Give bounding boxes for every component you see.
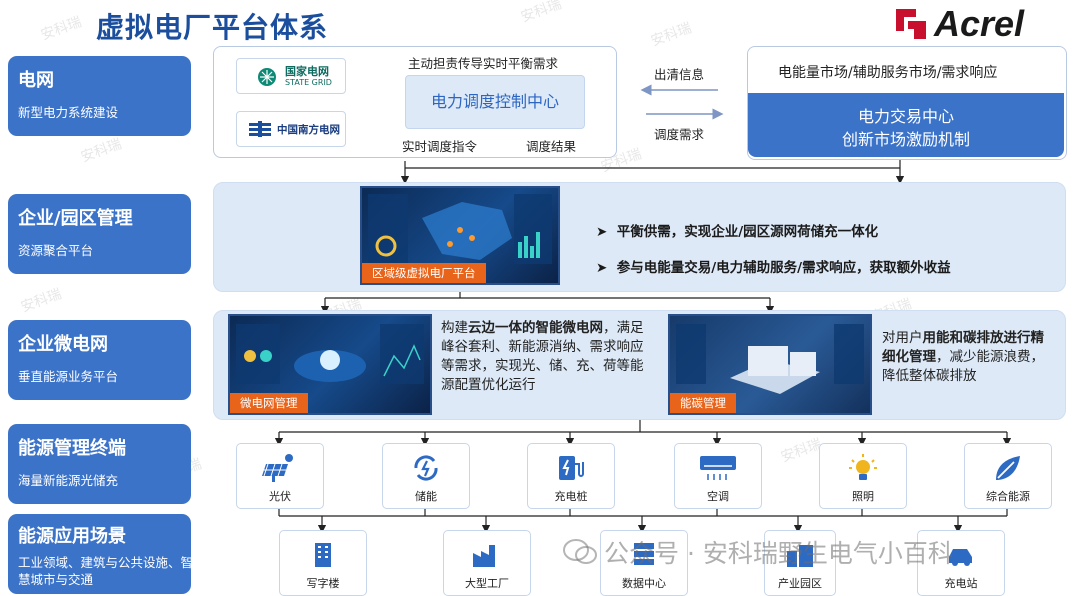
office-building-icon bbox=[315, 543, 331, 567]
left-card-grid: 电网 新型电力系统建设 bbox=[8, 56, 191, 136]
energy-carbon-text-pre: 对用户 bbox=[882, 330, 923, 346]
energy-carbon-text-post: ，减少能源浪费，降低整体碳排放 bbox=[882, 349, 1044, 384]
terminal-storage: 储能 bbox=[382, 443, 470, 509]
scene-data-center: 数据中心 bbox=[600, 530, 688, 596]
charging-station-icon bbox=[949, 549, 972, 566]
energy-carbon-screenshot: 能碳管理 bbox=[668, 314, 872, 415]
china-southern-grid-text: 中国南方电网 bbox=[277, 124, 340, 136]
left-card-heading: 电网 bbox=[18, 70, 54, 91]
left-card-microgrid: 企业微电网 垂直能源业务平台 bbox=[8, 320, 191, 400]
acrel-logo-icon bbox=[894, 7, 928, 41]
terminal-solar: 光伏 bbox=[236, 443, 324, 509]
aggregation-panel bbox=[213, 182, 1066, 292]
aggregation-bullet-2: ➤ 参与电能量交易/电力辅助服务/需求响应，获取额外收益 bbox=[596, 256, 951, 276]
left-card-heading: 能源管理终端 bbox=[18, 438, 126, 459]
terminal-label: 充电桩 bbox=[554, 490, 588, 503]
aggregation-bullet-text: 平衡供需，实现企业/园区源网荷储充一体化 bbox=[616, 224, 879, 240]
solar-panel-icon bbox=[262, 454, 293, 482]
grid-top-label: 主动担责传导实时平衡需求 bbox=[408, 56, 559, 71]
terminal-lighting: 照明 bbox=[819, 443, 907, 509]
energy-storage-icon bbox=[414, 455, 438, 481]
factory-icon bbox=[473, 545, 495, 567]
state-grid-cn: 国家电网 bbox=[285, 65, 329, 78]
energy-carbon-description: 对用户用能和碳排放进行精细化管理，减少能源浪费，降低整体碳排放 bbox=[882, 329, 1052, 386]
bullet-arrow-icon: ➤ bbox=[596, 260, 617, 276]
microgrid-illustration bbox=[236, 324, 424, 384]
clearing-info-label: 出清信息 bbox=[654, 67, 705, 82]
brand-name: Acrel bbox=[934, 3, 1025, 44]
left-card-heading: 企业/园区管理 bbox=[18, 208, 133, 229]
realtime-dispatch-label: 实时调度指令 bbox=[402, 139, 478, 154]
dispatch-result-label: 调度结果 bbox=[526, 139, 577, 154]
microgrid-text-post: ，满足峰谷套利、新能源消纳、需求响应等需求，实现光、储、充、荷等能源配置优化运行 bbox=[441, 320, 644, 393]
air-conditioner-icon bbox=[700, 456, 736, 480]
left-card-sub: 垂直能源业务平台 bbox=[18, 369, 119, 384]
microgrid-text-pre: 构建 bbox=[441, 320, 468, 336]
integrated-energy-icon bbox=[996, 456, 1020, 480]
left-card-terminal: 能源管理终端 海量新能源光储充 bbox=[8, 424, 191, 504]
left-card-scenes: 能源应用场景 工业领域、建筑与公共设施、智慧城市与交通 bbox=[8, 514, 194, 594]
terminal-label: 综合能源 bbox=[986, 490, 1030, 503]
regional-vpp-screenshot: 区域级虚拟电厂平台 bbox=[360, 186, 560, 285]
scene-label: 充电站 bbox=[944, 577, 978, 590]
energy-carbon-label: 能碳管理 bbox=[670, 393, 736, 413]
bullet-arrow-icon: ➤ bbox=[596, 224, 617, 240]
charging-pile-icon bbox=[559, 456, 584, 480]
left-card-sub: 海量新能源光储充 bbox=[18, 473, 119, 488]
state-grid-icon bbox=[258, 68, 276, 86]
vpp-map-illustration bbox=[368, 194, 552, 264]
aggregation-bullet-text: 参与电能量交易/电力辅助服务/需求响应，获取额外收益 bbox=[616, 260, 951, 276]
terminal-label: 空调 bbox=[707, 490, 729, 503]
regional-vpp-label: 区域级虚拟电厂平台 bbox=[362, 263, 486, 283]
left-card-sub: 资源聚合平台 bbox=[18, 243, 94, 258]
energy-carbon-text-bold: 用能和碳排放进行精细化管理 bbox=[882, 330, 1044, 365]
dispatch-control-center: 电力调度控制中心 bbox=[405, 75, 585, 129]
industrial-park-icon bbox=[787, 545, 813, 567]
china-southern-grid-icon bbox=[249, 121, 271, 137]
terminal-charging-pile: 充电桩 bbox=[527, 443, 615, 509]
terminal-label: 照明 bbox=[852, 490, 874, 503]
acrel-logo: Acrel bbox=[894, 3, 1025, 44]
energy-carbon-illustration bbox=[676, 324, 864, 394]
microgrid-screenshot: 微电网管理 bbox=[228, 314, 432, 415]
left-card-sub: 新型电力系统建设 bbox=[18, 105, 119, 120]
scene-charging-station: 充电站 bbox=[917, 530, 1005, 596]
scene-label: 产业园区 bbox=[778, 577, 822, 590]
page-title: 虚拟电厂平台体系 bbox=[96, 11, 329, 44]
terminal-integrated-energy: 综合能源 bbox=[964, 443, 1052, 509]
scene-label: 大型工厂 bbox=[465, 577, 509, 590]
scene-office: 写字楼 bbox=[279, 530, 367, 596]
terminal-label: 光伏 bbox=[269, 490, 291, 503]
state-grid-en: STATE GRID bbox=[285, 78, 332, 87]
aggregation-bullet-1: ➤ 平衡供需，实现企业/园区源网荷储充一体化 bbox=[596, 220, 878, 240]
scene-label: 数据中心 bbox=[622, 577, 666, 590]
market-header: 电能量市场/辅助服务市场/需求响应 bbox=[778, 65, 998, 81]
scene-factory: 大型工厂 bbox=[443, 530, 531, 596]
trading-center-title: 电力交易中心 bbox=[857, 107, 954, 126]
microgrid-description: 构建云边一体的智能微电网，满足峰谷套利、新能源消纳、需求响应等需求，实现光、储、… bbox=[441, 319, 655, 395]
dispatch-demand-label: 调度需求 bbox=[654, 127, 705, 142]
left-card-enterprise: 企业/园区管理 资源聚合平台 bbox=[8, 194, 191, 274]
microgrid-text-bold: 云边一体的智能微电网 bbox=[468, 320, 603, 336]
microgrid-label: 微电网管理 bbox=[230, 393, 308, 413]
scene-label: 写字楼 bbox=[306, 577, 340, 590]
terminal-air-conditioner: 空调 bbox=[674, 443, 762, 509]
left-card-heading: 企业微电网 bbox=[18, 334, 108, 355]
left-card-sub: 工业领域、建筑与公共设施、智慧城市与交通 bbox=[18, 555, 194, 587]
scene-industrial-park: 产业园区 bbox=[764, 530, 836, 596]
state-grid-logo: 国家电网 STATE GRID bbox=[236, 58, 346, 94]
data-center-icon bbox=[634, 543, 654, 565]
trading-center-panel: 电力交易中心 创新市场激励机制 bbox=[748, 93, 1064, 157]
lighting-icon bbox=[849, 454, 877, 480]
china-southern-grid-logo: 中国南方电网 bbox=[236, 111, 346, 147]
terminal-label: 储能 bbox=[415, 490, 437, 503]
trading-center-subtitle: 创新市场激励机制 bbox=[841, 130, 970, 149]
left-card-heading: 能源应用场景 bbox=[18, 526, 126, 547]
